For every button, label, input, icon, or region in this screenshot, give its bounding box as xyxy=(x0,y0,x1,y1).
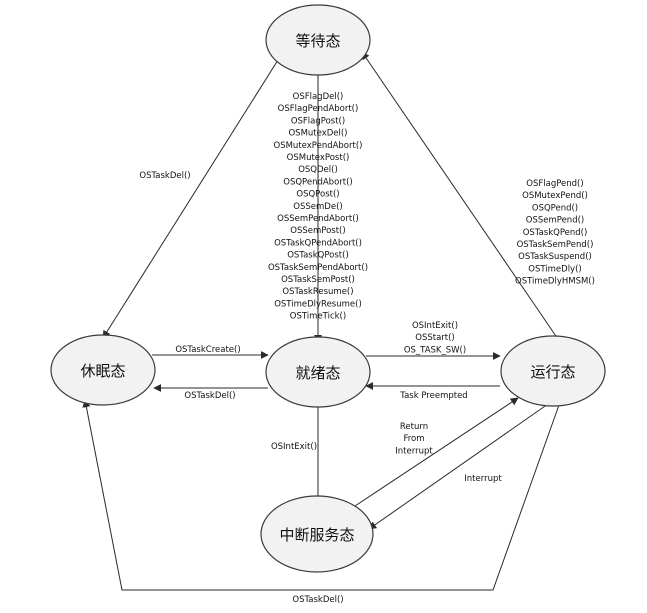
label-waiting-to-ready-line: OSTaskSemPendAbort() xyxy=(268,263,368,273)
label-isr-to-running-line: From xyxy=(403,434,424,444)
label-waiting-to-ready-line: OSMutexPendAbort() xyxy=(274,141,363,151)
label-ready-to-dormant: OSTaskDel() xyxy=(184,391,235,401)
label-waiting-to-ready-line: OSQPost() xyxy=(296,190,339,200)
node-running: 运行态 xyxy=(500,335,606,407)
label-running-to-waiting-line: OSQPend() xyxy=(532,203,578,213)
label-isr-to-ready: OSIntExit() xyxy=(271,442,317,452)
label-running-to-ready: Task Preempted xyxy=(399,391,467,401)
node-isr-label: 中断服务态 xyxy=(279,526,354,544)
label-waiting-to-ready-line: OSSemPendAbort() xyxy=(277,214,359,224)
edge-running-to-dormant xyxy=(82,399,560,591)
label-running-to-waiting-line: OSSemPend() xyxy=(526,216,584,226)
label-running-to-isr: Interrupt xyxy=(464,474,502,484)
label-waiting-to-ready-line: OSTaskQPendAbort() xyxy=(274,238,362,248)
label-running-to-waiting-line: OSFlagPend() xyxy=(526,179,583,189)
node-ready-label: 就绪态 xyxy=(295,364,340,382)
label-waiting-to-dormant: OSTaskDel() xyxy=(139,171,190,181)
label-running-to-waiting-line: OSTaskSemPend() xyxy=(517,240,594,250)
label-running-to-waiting-line: OSMutexPend() xyxy=(522,191,588,201)
label-ready-to-running: OSIntExit() OSStart() OS_TASK_SW() xyxy=(404,321,466,355)
label-isr-to-running-line: Return xyxy=(400,422,428,432)
node-waiting: 等待态 xyxy=(265,4,371,76)
label-waiting-to-ready-line: OSTaskQPost() xyxy=(287,251,349,261)
label-waiting-to-ready-line: OSQPendAbort() xyxy=(283,177,352,187)
label-waiting-to-ready-line: OSTaskResume() xyxy=(282,287,353,297)
label-running-to-waiting-line: OSTimeDlyHMSM() xyxy=(515,277,595,287)
label-running-to-waiting: OSFlagPend() OSMutexPend() OSQPend() OSSemP… xyxy=(515,179,595,287)
node-dormant: 休眠态 xyxy=(50,334,156,406)
label-waiting-to-ready-line: OSFlagPost() xyxy=(291,116,345,126)
label-isr-to-running-line: Interrupt xyxy=(395,446,433,456)
node-waiting-label: 等待态 xyxy=(295,32,340,50)
label-running-to-waiting-line: OSTaskSuspend() xyxy=(518,252,592,262)
label-running-to-dormant: OSTaskDel() xyxy=(292,595,343,605)
label-waiting-to-ready-line: OSSemDe() xyxy=(293,202,342,212)
label-ready-to-running-line: OSIntExit() xyxy=(412,321,458,331)
label-running-to-waiting-line: OSTaskQPend() xyxy=(523,228,588,238)
label-waiting-to-ready-line: OSQDel() xyxy=(298,165,338,175)
node-running-label: 运行态 xyxy=(530,363,575,381)
edge-isr-to-running xyxy=(351,397,519,509)
label-waiting-to-ready-line: OSFlagPendAbort() xyxy=(278,104,359,114)
label-dormant-to-ready: OSTaskCreate() xyxy=(175,345,240,355)
label-waiting-to-ready-line: OSSemPost() xyxy=(290,226,345,236)
label-ready-to-running-line: OSStart() xyxy=(415,333,454,343)
label-waiting-to-ready-line: OSMutexPost() xyxy=(287,153,350,163)
node-ready: 就绪态 xyxy=(265,336,371,408)
label-waiting-to-ready-line: OSTimeTick() xyxy=(290,312,346,322)
label-waiting-to-ready-line: OSMutexDel() xyxy=(288,129,347,139)
edge-running-to-isr xyxy=(368,403,549,530)
node-dormant-label: 休眠态 xyxy=(80,362,125,380)
node-isr: 中断服务态 xyxy=(260,495,374,573)
label-waiting-to-ready: OSFlagDel() OSFlagPendAbort() OSFlagPost()… xyxy=(268,92,368,322)
label-waiting-to-ready-line: OSTimeDlyResume() xyxy=(274,299,362,309)
label-waiting-to-ready-line: OSFlagDel() xyxy=(293,92,344,102)
edge-waiting-to-dormant xyxy=(102,59,279,339)
edge-running-to-waiting xyxy=(361,51,561,343)
label-waiting-to-ready-line: OSTaskSemPost() xyxy=(281,275,355,285)
label-ready-to-running-line: OS_TASK_SW() xyxy=(404,345,466,355)
label-running-to-waiting-line: OSTimeDly() xyxy=(528,264,581,274)
